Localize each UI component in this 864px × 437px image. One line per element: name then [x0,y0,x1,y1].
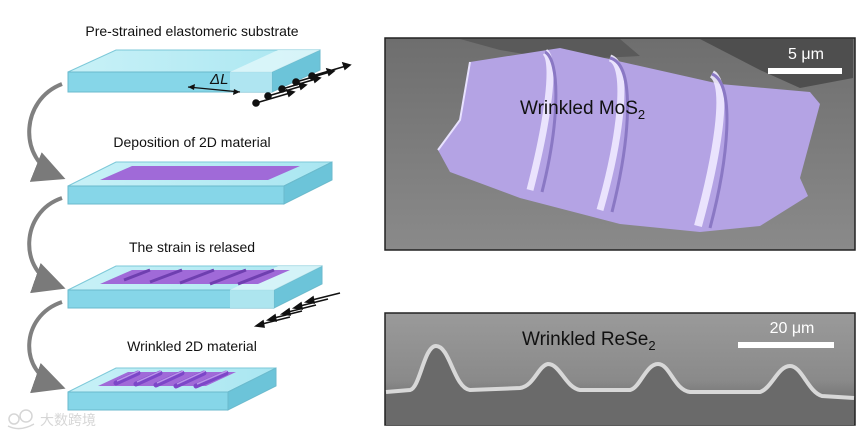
wrinkle-lines [123,268,275,286]
sem-image-mos2: Wrinkled MoS2 5 μm [384,37,856,251]
mos2-scale-bar-label: 5 μm [788,46,824,63]
process-arrow-2 [27,196,66,294]
substrate-slab-released [67,265,323,309]
2d-material-film [100,166,300,180]
mos2-caption: Wrinkled MoS2 [520,98,645,122]
substrate-slab-deposition [67,161,333,205]
step-2-label: Deposition of 2D material [113,134,270,150]
process-arrow-1 [27,82,66,182]
step-3-label: The strain is relased [129,239,255,255]
step-4-label: Wrinkled 2D material [127,338,257,354]
delta-l-arrow [187,86,241,93]
watermark-text: 大数跨境 [40,413,96,429]
sem-image-rese2: Wrinkled ReSe2 20 μm [384,312,856,426]
process-arrows [27,82,66,394]
rese2-scale-bar [738,342,834,348]
mos2-scale-bar [768,68,842,74]
rese2-caption: Wrinkled ReSe2 [522,329,656,353]
tension-arrows [252,61,352,107]
mos2-flake [437,48,820,232]
watermark: 大数跨境 [7,409,96,430]
substrate-slab-wrinkled [67,367,277,411]
watermark-logo-icon [7,409,35,430]
wrinkle-ridges [113,370,229,389]
rese2-scale-bar-label: 20 μm [770,320,815,337]
process-arrow-3 [27,300,66,394]
substrate-slab-prestrained: ΔL [67,49,321,95]
step-1-label: Pre-strained elastomeric substrate [85,23,298,39]
compression-arrows [253,292,341,328]
delta-l-label: ΔL [209,71,228,88]
